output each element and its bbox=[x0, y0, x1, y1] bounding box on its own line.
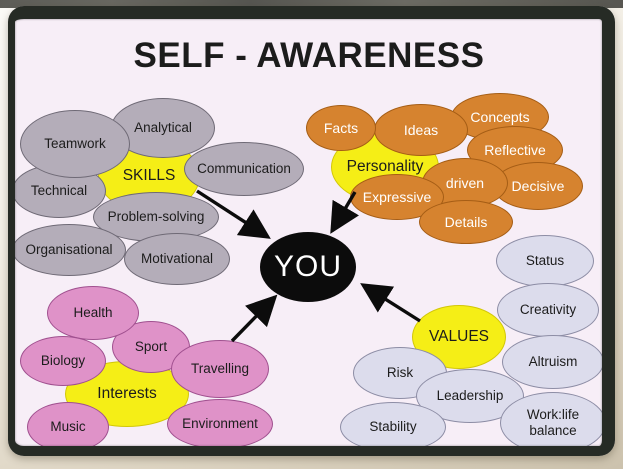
center-node-you: YOU bbox=[260, 232, 356, 302]
node-creativity: Creativity bbox=[497, 283, 599, 337]
photo-edge bbox=[0, 0, 623, 8]
node-teamwork: Teamwork bbox=[20, 110, 130, 178]
node-communication: Communication bbox=[184, 142, 304, 196]
node-environment: Environment bbox=[167, 399, 273, 449]
node-facts: Facts bbox=[306, 105, 376, 151]
node-motivational: Motivational bbox=[124, 233, 230, 285]
node-ideas: Ideas bbox=[374, 104, 468, 156]
node-details: Details bbox=[419, 200, 513, 244]
node-stability: Stability bbox=[340, 402, 446, 452]
node-work-life-balance: Work:life balance bbox=[500, 392, 606, 454]
node-altruism: Altruism bbox=[502, 335, 604, 389]
diagram-title: SELF - AWARENESS bbox=[133, 36, 485, 75]
node-music: Music bbox=[27, 402, 109, 452]
node-travelling: Travelling bbox=[171, 340, 269, 398]
node-reflective: Reflective bbox=[467, 126, 563, 174]
node-biology: Biology bbox=[20, 336, 106, 386]
node-health: Health bbox=[47, 286, 139, 340]
node-status: Status bbox=[496, 235, 594, 287]
node-decisive: Decisive bbox=[493, 162, 583, 210]
node-organisational: Organisational bbox=[12, 224, 126, 276]
